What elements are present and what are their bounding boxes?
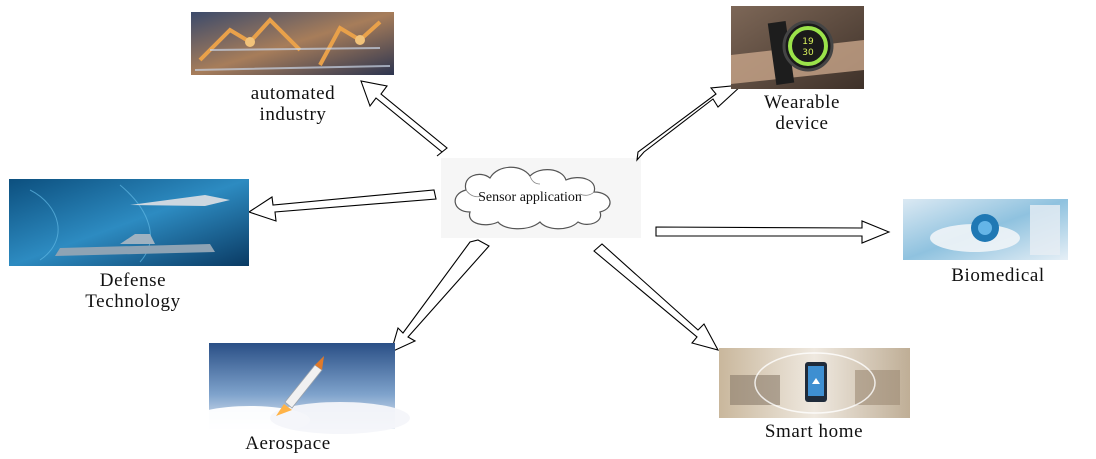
svg-text:30: 30 bbox=[802, 48, 814, 58]
sensor-application-cloud: Sensor application bbox=[441, 158, 641, 238]
biomedical-image bbox=[903, 199, 1068, 260]
defense-technology-image bbox=[9, 179, 249, 266]
smart-home-image bbox=[719, 348, 910, 418]
wearable-device-image: 19 30 bbox=[731, 6, 864, 89]
label-biomedical: Biomedical bbox=[951, 265, 1045, 286]
arrow-to-automated-industry bbox=[360, 80, 448, 157]
arrow-to-biomedical bbox=[655, 220, 891, 244]
svg-text:19: 19 bbox=[802, 37, 814, 47]
center-label: Sensor application bbox=[478, 190, 582, 205]
arrow-to-smart-home bbox=[593, 243, 720, 351]
label-wearable-device: Wearable device bbox=[763, 92, 841, 134]
label-aerospace: Aerospace bbox=[245, 433, 331, 454]
automated-industry-image bbox=[191, 12, 394, 75]
label-automated-industry: automated industry bbox=[250, 83, 336, 125]
label-defense-technology: Defense Technology bbox=[85, 270, 181, 312]
arrows bbox=[247, 80, 891, 354]
label-smart-home: Smart home bbox=[764, 421, 864, 442]
cloud-shading bbox=[465, 175, 595, 198]
arrow-to-defense-technology bbox=[247, 189, 437, 222]
arrow-to-aerospace bbox=[390, 239, 490, 354]
aerospace-image bbox=[190, 343, 410, 434]
